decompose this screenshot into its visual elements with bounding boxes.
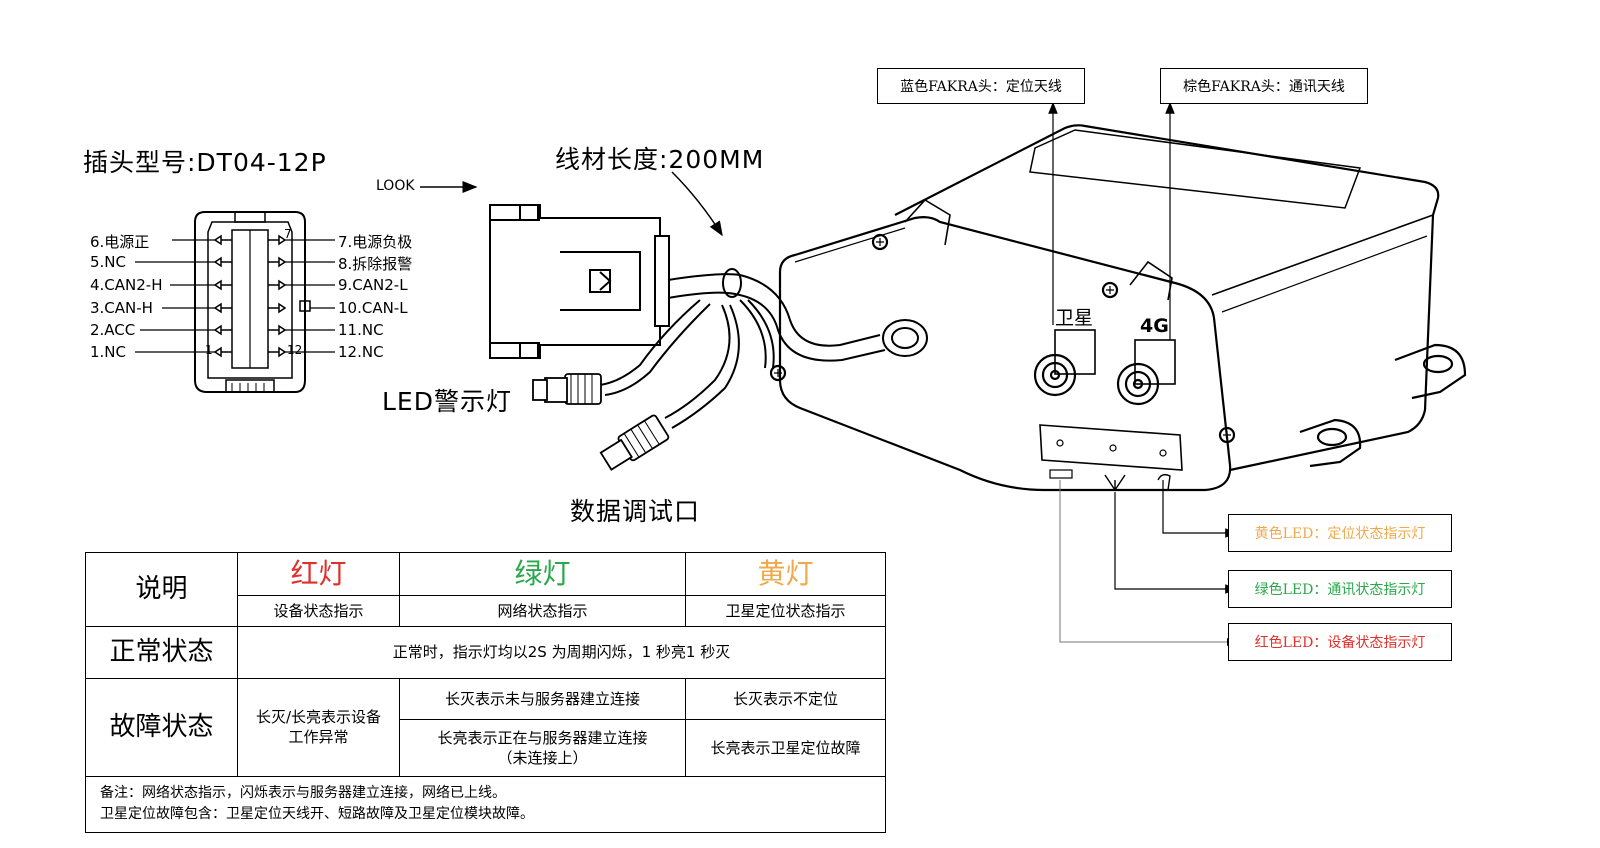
pin-1-label: 1.NC <box>90 343 127 361</box>
look-label: LOOK <box>376 178 415 194</box>
device-box <box>769 124 1467 492</box>
4g-port-label: 4G <box>1140 315 1169 337</box>
plug-body <box>489 204 670 359</box>
red-light-header: 红灯 <box>237 552 400 596</box>
fault-yellow-off: 长灭表示不定位 <box>685 677 886 720</box>
red-led-leader <box>1059 480 1237 646</box>
connector-model-label: 插头型号:DT04-12P <box>83 148 327 177</box>
pin-12-label: 12.NC <box>338 343 384 361</box>
red-light-desc: 设备状态指示 <box>237 594 400 627</box>
fault-state-header: 故障状态 <box>85 677 238 777</box>
pin-number-right: 12 <box>287 343 303 357</box>
yellow-led-callout: 黄色LED：定位状态指示灯 <box>1228 514 1452 552</box>
fault-green-off: 长灭表示未与服务器建立连接 <box>399 677 686 720</box>
pin-6-label: 6.电源正 <box>90 233 150 251</box>
pin-10-label: 10.CAN-L <box>338 299 408 317</box>
note-line-2: 卫星定位故障包含：卫星定位天线开、短路故障及卫星定位模块故障。 <box>100 806 534 823</box>
pin-9-label: 9.CAN2-L <box>338 276 408 294</box>
cables <box>599 268 928 429</box>
pin-2-label: 2.ACC <box>90 321 136 339</box>
normal-state-header: 正常状态 <box>85 625 238 679</box>
pin-11-label: 11.NC <box>338 321 384 339</box>
red-led-callout: 红色LED：设备状态指示灯 <box>1228 623 1452 661</box>
fault-red-desc: 长灭/长亮表示设备工作异常 <box>237 677 400 777</box>
yellow-light-header: 黄灯 <box>685 552 886 596</box>
yellow-light-desc: 卫星定位状态指示 <box>685 594 886 627</box>
green-led-callout: 绿色LED：通讯状态指示灯 <box>1228 570 1452 608</box>
led-lamp-label: LED警示灯 <box>382 387 512 416</box>
yellow-led-leader <box>1162 480 1238 538</box>
explain-header: 说明 <box>85 552 238 627</box>
pin-number-left: 1 <box>205 343 213 357</box>
pin-8-label: 8.拆除报警 <box>338 255 413 273</box>
note-line-1: 备注：网络状态指示，闪烁表示与服务器建立连接，网络已上线。 <box>100 785 506 802</box>
sat-port-label: 卫星 <box>1055 307 1094 329</box>
fault-yellow-on: 长亮表示卫星定位故障 <box>685 718 886 777</box>
led-lamp-connector <box>532 373 602 405</box>
connector-face <box>194 211 311 393</box>
pin-7-label: 7.电源负极 <box>338 233 413 251</box>
fault-green-on: 长亮表示正在与服务器建立连接（未连接上） <box>399 718 686 777</box>
cable-length-label: 线材长度:200MM <box>555 145 765 174</box>
green-light-desc: 网络状态指示 <box>399 594 686 627</box>
green-led-leader <box>1114 492 1238 594</box>
green-light-header: 绿灯 <box>399 552 686 596</box>
normal-state-desc: 正常时，指示灯均以2S 为周期闪烁，1 秒亮1 秒灭 <box>237 625 886 679</box>
comm-antenna-callout: 棕色FAKRA头：通讯天线 <box>1160 68 1368 104</box>
connector-pins <box>135 234 335 358</box>
pin-number-top: 7 <box>284 227 292 241</box>
pin-5-label: 5.NC <box>90 253 127 271</box>
cable-length-arrow <box>671 171 723 237</box>
pin-4-label: 4.CAN2-H <box>90 276 163 294</box>
pin-3-label: 3.CAN-H <box>90 299 153 317</box>
debug-port-connector <box>599 414 670 471</box>
table-note: 备注：网络状态指示，闪烁表示与服务器建立连接，网络已上线。 卫星定位故障包含：卫… <box>85 775 886 833</box>
gps-antenna-callout: 蓝色FAKRA头：定位天线 <box>877 68 1085 104</box>
led-status-table: 说明 红灯 绿灯 黄灯 设备状态指示 网络状态指示 卫星定位状态指示 正常状态 … <box>85 552 886 833</box>
debug-port-label: 数据调试口 <box>570 497 701 526</box>
